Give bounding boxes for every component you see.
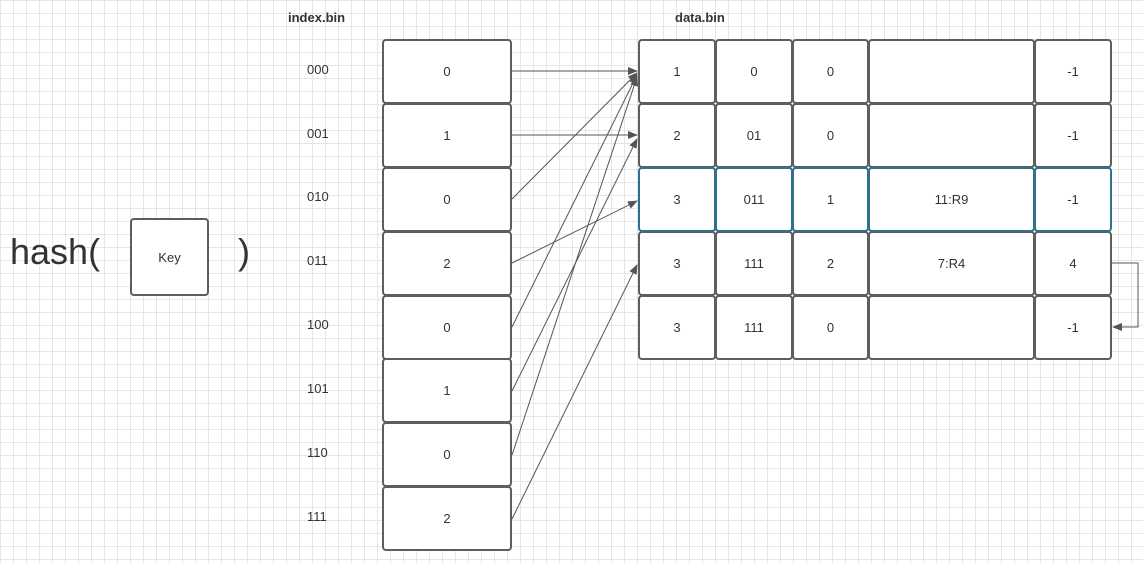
data-cell-value: 01 xyxy=(746,128,762,143)
data-cell-highlighted: 3 xyxy=(638,167,716,232)
data-cell: -1 xyxy=(1034,39,1112,104)
index-address-label: 111 xyxy=(307,509,327,524)
data-cell xyxy=(868,39,1035,104)
data-cell-value: 2 xyxy=(673,128,681,143)
data-cell-value: 4 xyxy=(1069,256,1077,271)
index-cell: 2 xyxy=(382,486,512,551)
data-cell: 2 xyxy=(638,103,716,168)
hash-close-paren: ) xyxy=(238,231,250,272)
data-cell xyxy=(868,103,1035,168)
index-address-label: 000 xyxy=(307,62,329,77)
index-cell-value: 1 xyxy=(443,383,451,398)
data-cell: 111 xyxy=(715,231,793,296)
index-cell: 1 xyxy=(382,358,512,423)
data-cell-value: 0 xyxy=(826,128,835,143)
index-cell-value: 0 xyxy=(443,64,451,79)
index-pointer-arrow xyxy=(511,72,638,200)
data-cell-value: 11:R9 xyxy=(934,192,969,207)
data-cell-value: 1 xyxy=(826,192,835,207)
index-pointer-arrow xyxy=(511,200,638,264)
data-cell: 0 xyxy=(792,295,869,360)
data-cell-value: 0 xyxy=(826,320,835,335)
index-file-title: index.bin xyxy=(288,10,346,25)
index-cell: 0 xyxy=(382,167,512,232)
index-address-label: 100 xyxy=(307,317,329,332)
data-cell: 2 xyxy=(792,231,869,296)
index-pointer-arrow xyxy=(511,74,638,328)
key-box: Key xyxy=(130,218,209,296)
data-cell-value: 0 xyxy=(750,64,758,79)
data-cell-value: 011 xyxy=(743,192,765,207)
index-pointer-arrow xyxy=(511,264,638,520)
key-label: Key xyxy=(158,249,181,265)
data-cell-value: 111 xyxy=(744,320,764,335)
index-address-label: 101 xyxy=(307,381,329,396)
index-cell-value: 1 xyxy=(443,128,451,143)
data-file-title: data.bin xyxy=(675,10,725,25)
data-cell: -1 xyxy=(1034,103,1112,168)
index-cell: 2 xyxy=(382,231,512,296)
data-cell: 111 xyxy=(715,295,793,360)
data-cell-value: -1 xyxy=(1067,64,1079,79)
data-cell: 7:R4 xyxy=(868,231,1035,296)
data-cell: 0 xyxy=(715,39,793,104)
index-cell-value: 2 xyxy=(443,511,451,526)
data-cell-value: -1 xyxy=(1067,128,1079,143)
index-pointer-arrow xyxy=(511,76,638,456)
data-cell-value: 3 xyxy=(673,320,681,335)
data-cell-value: 3 xyxy=(673,256,681,271)
data-cell-highlighted: 1 xyxy=(792,167,869,232)
data-cell-value: 7:R4 xyxy=(937,256,966,271)
index-cell-value: 2 xyxy=(443,256,451,271)
index-address-label: 001 xyxy=(307,126,329,141)
hash-function-label: hash( xyxy=(10,231,101,272)
data-cell-value: -1 xyxy=(1067,320,1079,335)
index-address-label: 010 xyxy=(307,189,329,204)
index-address-label: 110 xyxy=(307,445,328,460)
data-cell-value: -1 xyxy=(1067,192,1079,207)
data-cell-highlighted: 011 xyxy=(715,167,793,232)
index-address-label: 011 xyxy=(307,253,328,268)
index-cell-value: 0 xyxy=(443,447,451,462)
data-cell-value: 111 xyxy=(744,256,764,271)
index-cell: 1 xyxy=(382,103,512,168)
data-cell xyxy=(868,295,1035,360)
chain-next-arrow xyxy=(1112,262,1139,331)
index-cell-value: 0 xyxy=(443,320,451,335)
data-cell-value: 1 xyxy=(673,64,681,79)
data-cell: 3 xyxy=(638,295,716,360)
index-cell-value: 0 xyxy=(443,192,451,207)
data-cell-value: 2 xyxy=(826,256,835,271)
data-cell-value: 0 xyxy=(826,64,835,79)
index-cell: 0 xyxy=(382,39,512,104)
data-cell-highlighted: 11:R9 xyxy=(868,167,1035,232)
data-cell-value: 3 xyxy=(673,192,681,207)
data-cell: -1 xyxy=(1034,295,1112,360)
data-cell-highlighted: -1 xyxy=(1034,167,1112,232)
